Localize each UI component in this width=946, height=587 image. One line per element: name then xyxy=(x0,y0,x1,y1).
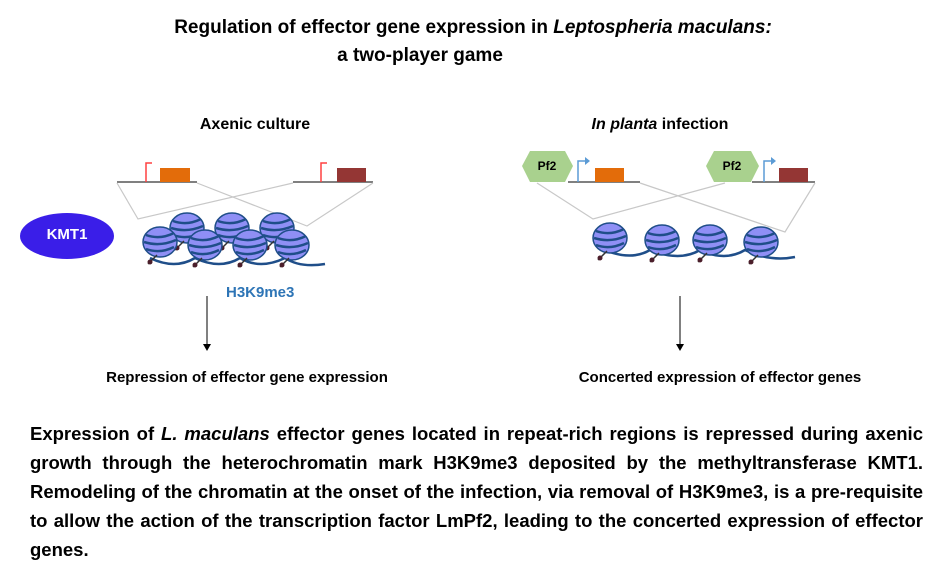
euchromatin-nucleosomes xyxy=(591,221,796,266)
caption-paragraph: Expression of L. maculans effector genes… xyxy=(30,419,923,564)
axenic-heading: Axenic culture xyxy=(199,116,311,133)
pf2-label: Pf2 xyxy=(722,159,742,173)
promoter-arrow-icon xyxy=(320,162,327,182)
promoter-arrow-icon xyxy=(577,160,585,182)
arrow-icon xyxy=(203,296,211,351)
title-line-2: a two-player game xyxy=(337,45,503,66)
effector-gene-brown xyxy=(337,168,366,182)
kmt1-label: KMT1 xyxy=(46,226,88,243)
pf2-label: Pf2 xyxy=(537,159,557,173)
effector-gene-brown xyxy=(779,168,808,182)
title-text: Regulation of effector gene expression i… xyxy=(174,17,554,38)
title-species: Leptospheria maculans: xyxy=(553,17,772,38)
caption-species: L. maculans xyxy=(161,423,270,444)
repression-outcome: Repression of effector gene expression xyxy=(106,369,388,386)
infection-text: infection xyxy=(657,116,729,133)
left-gene-locus xyxy=(116,162,374,227)
kmt1-ellipse xyxy=(20,213,114,259)
in-planta-heading: In planta infection xyxy=(560,116,760,134)
pf2-hexagon xyxy=(706,151,759,182)
effector-gene-orange xyxy=(595,168,624,182)
promoter-arrow-icon xyxy=(145,162,152,182)
effector-gene-orange xyxy=(160,168,190,182)
heterochromatin-nucleosomes xyxy=(141,211,326,269)
in-planta-italic: In planta xyxy=(591,116,658,133)
h3k9me3-label: H3K9me3 xyxy=(226,284,295,301)
caption-text: effector genes located in repeat-rich re… xyxy=(30,423,923,560)
title-line-1: Regulation of effector gene expression i… xyxy=(0,17,946,39)
promoter-arrow-icon xyxy=(763,160,771,182)
arrow-icon xyxy=(676,296,684,351)
right-gene-locus xyxy=(522,151,816,233)
caption-text: Expression of xyxy=(30,423,162,444)
expression-outcome: Concerted expression of effector genes xyxy=(578,369,862,386)
pf2-hexagon xyxy=(522,151,573,182)
